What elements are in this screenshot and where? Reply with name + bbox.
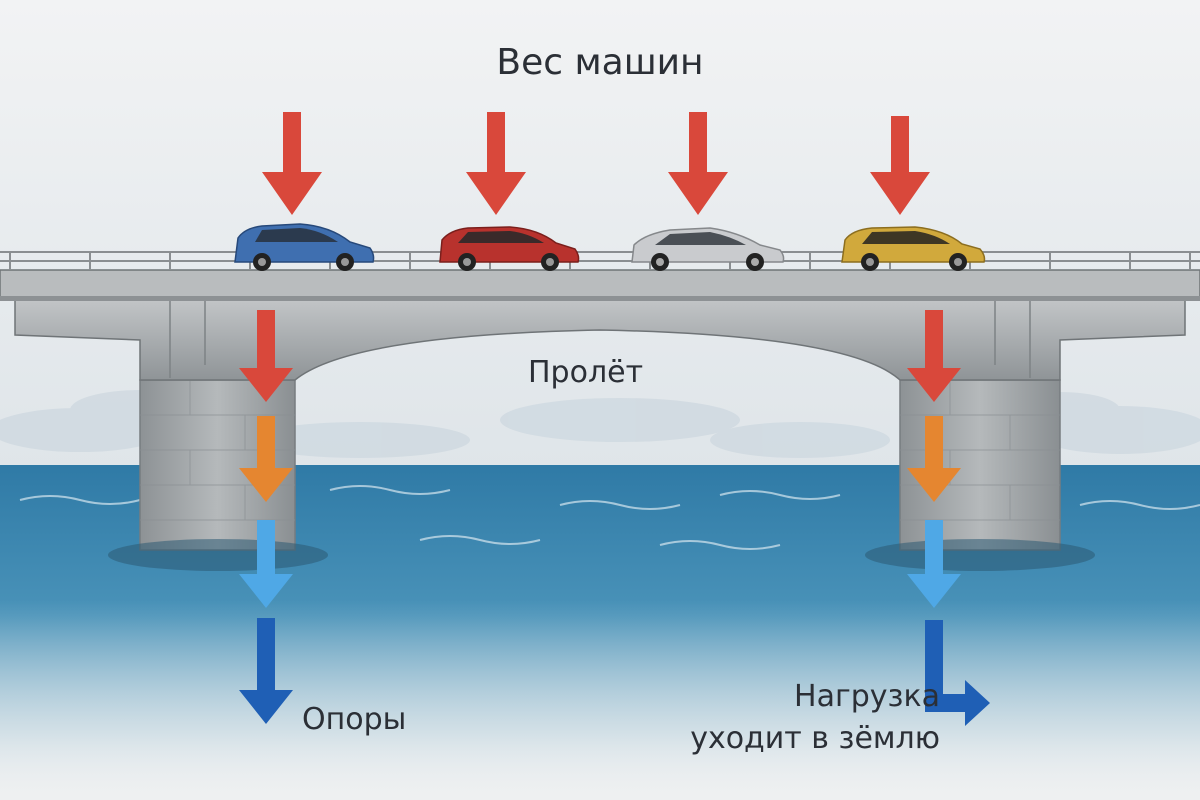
left-load-arrows xyxy=(239,310,293,724)
deck-edge xyxy=(0,296,1200,301)
car-weight-arrow-1 xyxy=(262,112,322,215)
down-arrow-icon xyxy=(239,310,293,402)
bridge-railing xyxy=(0,251,1200,270)
down-arrow-icon xyxy=(239,618,293,724)
title-label: Вес машин xyxy=(496,42,704,83)
gold-car xyxy=(841,226,986,271)
right-pier xyxy=(865,379,1095,571)
ground-label-line-1: Нагрузка xyxy=(794,679,940,714)
down-arrow-icon xyxy=(239,520,293,608)
car-weight-arrow-4 xyxy=(870,116,930,215)
ground-load-label: Нагрузка уходит в зёмлю xyxy=(690,676,940,760)
girder-details xyxy=(169,300,1031,378)
right-turn-arrow-icon xyxy=(925,620,990,726)
red-car xyxy=(439,226,580,271)
car-weight-arrow-3 xyxy=(668,112,728,215)
span-label: Пролёт xyxy=(528,355,644,390)
fog xyxy=(0,600,1200,800)
down-arrow-icon xyxy=(907,310,961,402)
waves xyxy=(19,485,1200,550)
bridge-girder xyxy=(14,297,1186,381)
right-load-arrows xyxy=(907,310,990,726)
down-arrow-icon xyxy=(907,520,961,608)
down-arrow-icon xyxy=(239,416,293,502)
down-arrow-icon xyxy=(907,416,961,502)
ground-label-line-2: уходит в зёмлю xyxy=(690,721,940,756)
piers-label: Опоры xyxy=(302,702,407,737)
car-weight-arrow-2 xyxy=(466,112,526,215)
left-pier xyxy=(108,379,328,571)
blue-car xyxy=(234,223,375,271)
bridge-deck xyxy=(0,269,1200,301)
silver-car xyxy=(631,227,785,271)
